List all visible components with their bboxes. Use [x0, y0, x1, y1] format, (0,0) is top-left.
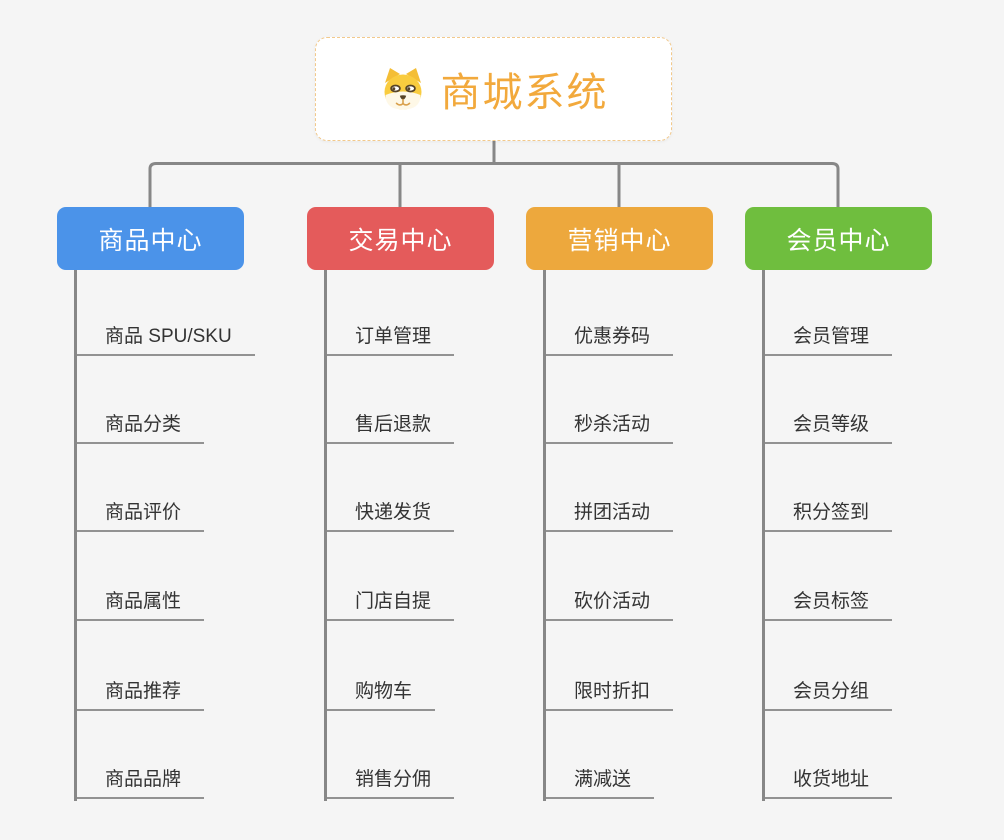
branch-column-member: 会员管理 会员等级 积分签到 会员标签 会员分组 收货地址	[762, 270, 1004, 801]
leaf-node[interactable]: 优惠券码	[546, 318, 674, 356]
leaf-node[interactable]: 商品属性	[77, 583, 205, 621]
leaf-node[interactable]: 门店自提	[327, 583, 455, 621]
leaf-node[interactable]: 积分签到	[765, 494, 893, 532]
leaf-node[interactable]: 商品评价	[77, 494, 205, 532]
branch-column-trade: 订单管理 售后退款 快递发货 门店自提 购物车 销售分佣	[324, 270, 574, 801]
root-node[interactable]: 商城系统	[315, 37, 672, 141]
leaf-node[interactable]: 会员标签	[765, 583, 893, 621]
branch-column-marketing: 优惠券码 秒杀活动 拼团活动 砍价活动 限时折扣 满减送	[543, 270, 793, 801]
branch-label: 会员中心	[786, 226, 891, 255]
leaf-node[interactable]: 商品 SPU/SKU	[77, 318, 255, 356]
leaf-node[interactable]: 限时折扣	[546, 673, 674, 711]
branch-header-product-center[interactable]: 商品中心	[57, 207, 244, 270]
root-title: 商城系统	[440, 71, 609, 115]
leaf-node[interactable]: 商品品牌	[77, 761, 205, 799]
branch-label: 营销中心	[567, 226, 672, 255]
leaf-node[interactable]: 快递发货	[327, 494, 455, 532]
branch-header-member-center[interactable]: 会员中心	[745, 207, 932, 270]
leaf-node[interactable]: 商品分类	[77, 406, 205, 444]
leaf-node[interactable]: 销售分佣	[327, 761, 455, 799]
leaf-node[interactable]: 会员分组	[765, 673, 893, 711]
dog-icon	[384, 68, 421, 110]
leaf-node[interactable]: 订单管理	[327, 318, 455, 356]
leaf-node[interactable]: 会员管理	[765, 318, 893, 356]
leaf-node[interactable]: 砍价活动	[546, 583, 674, 621]
leaf-node[interactable]: 秒杀活动	[546, 406, 674, 444]
leaf-node[interactable]: 购物车	[327, 673, 436, 711]
leaf-node[interactable]: 收货地址	[765, 761, 893, 799]
leaf-node[interactable]: 售后退款	[327, 406, 455, 444]
leaf-node[interactable]: 商品推荐	[77, 673, 205, 711]
branch-header-marketing-center[interactable]: 营销中心	[526, 207, 713, 270]
leaf-node[interactable]: 满减送	[546, 761, 655, 799]
branch-header-trade-center[interactable]: 交易中心	[307, 207, 494, 270]
branch-label: 交易中心	[348, 226, 453, 255]
leaf-node[interactable]: 会员等级	[765, 406, 893, 444]
branch-column-product: 商品 SPU/SKU 商品分类 商品评价 商品属性 商品推荐 商品品牌	[74, 270, 324, 801]
branch-label: 商品中心	[98, 226, 203, 255]
leaf-node[interactable]: 拼团活动	[546, 494, 674, 532]
